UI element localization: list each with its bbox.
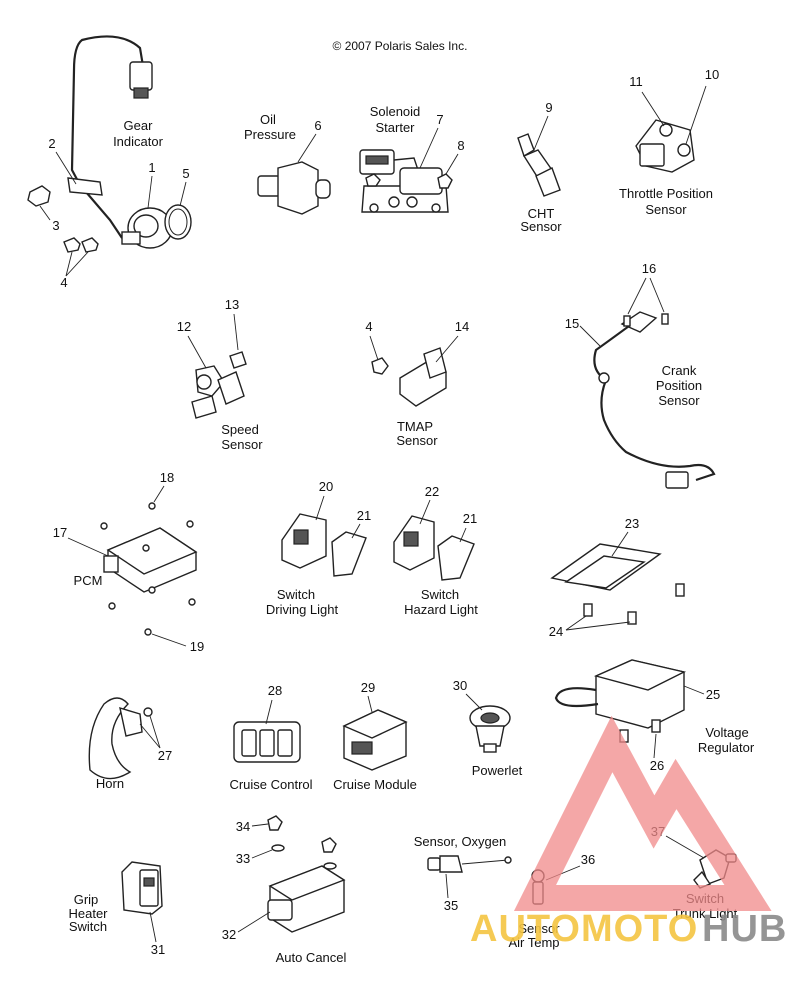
voltage-regulator-label-line1: Voltage [705, 725, 748, 740]
callout-16: 16 [642, 261, 656, 276]
watermark-logo-icon [513, 715, 772, 911]
sensor-air-temp-label-line2: Air Temp [508, 935, 559, 950]
oil-pressure-label-line2: Pressure [244, 127, 296, 142]
tmap-sensor-label-line2: Sensor [396, 433, 438, 448]
sensor-air-temp-label-line1: Sensor [518, 921, 560, 936]
callout-25: 25 [706, 687, 720, 702]
callout-21-driving: 21 [357, 508, 371, 523]
gear-indicator-label-line1: Gear [124, 118, 154, 133]
grip-heater-label-line1: Grip [74, 892, 99, 907]
callout-12: 12 [177, 319, 191, 334]
callout-28: 28 [268, 683, 282, 698]
callout-35: 35 [444, 898, 458, 913]
callout-14: 14 [455, 319, 469, 334]
callout-6: 6 [314, 118, 321, 133]
voltage-regulator [554, 659, 687, 743]
copyright-text: © 2007 Polaris Sales Inc. [333, 39, 468, 53]
oil-pressure-label-line1: Oil [260, 112, 276, 127]
cruise-module-label: Cruise Module [333, 777, 417, 792]
switch-hazard-light-label-line1: Switch [421, 587, 459, 602]
grip-heater-label-line2: Heater [68, 906, 108, 921]
throttle-position-label-line2: Sensor [645, 202, 687, 217]
gear-indicator-assembly [27, 35, 192, 253]
callout-2: 2 [48, 136, 55, 151]
grip-heater-switch [121, 861, 163, 915]
callout-7: 7 [436, 112, 443, 127]
speed-sensor-label-line1: Speed [221, 422, 259, 437]
switch-driving-light-label-line2: Driving Light [266, 602, 339, 617]
callout-32: 32 [222, 927, 236, 942]
gear-indicator-label-line2: Indicator [113, 134, 164, 149]
tmap-sensor-label-line1: TMAP [397, 419, 433, 434]
callout-22: 22 [425, 484, 439, 499]
callout-33: 33 [236, 851, 250, 866]
callout-19: 19 [190, 639, 204, 654]
tmap-sensor [371, 347, 447, 407]
pcm-module [100, 502, 198, 636]
callout-20: 20 [319, 479, 333, 494]
callout-11: 11 [629, 74, 643, 89]
cht-sensor-label-line2: Sensor [520, 219, 562, 234]
grip-heater-label-line3: Switch [69, 919, 107, 934]
speed-sensor-label-line2: Sensor [221, 437, 263, 452]
cruise-control-label: Cruise Control [229, 777, 312, 792]
switch-driving-light [281, 513, 367, 577]
callout-26: 26 [650, 758, 664, 773]
callout-18: 18 [160, 470, 174, 485]
callout-21-hazard: 21 [463, 511, 477, 526]
callout-17: 17 [53, 525, 67, 540]
callout-8: 8 [457, 138, 464, 153]
bracket [550, 543, 685, 625]
callout-3: 3 [52, 218, 59, 233]
callout-4-tmap: 4 [365, 319, 372, 334]
pcm-label: PCM [74, 573, 103, 588]
solenoid-starter [359, 149, 453, 213]
cht-sensor [517, 133, 561, 197]
powerlet-label: Powerlet [472, 763, 523, 778]
auto-cancel-label: Auto Cancel [276, 950, 347, 965]
callout-15: 15 [565, 316, 579, 331]
throttle-position-sensor [635, 119, 695, 173]
oxygen-sensor [427, 855, 512, 873]
callout-34: 34 [236, 819, 250, 834]
callout-4-gear: 4 [60, 275, 67, 290]
cruise-control [233, 721, 301, 763]
crank-position-label-line1: Crank [662, 363, 697, 378]
auto-cancel-module [267, 815, 346, 933]
throttle-position-label-line1: Throttle Position [619, 186, 713, 201]
callout-23: 23 [625, 516, 639, 531]
switch-hazard-light [393, 515, 475, 581]
sensor-oxygen-label: Sensor, Oxygen [414, 834, 507, 849]
speed-sensor [191, 351, 247, 419]
switch-driving-light-label-line1: Switch [277, 587, 315, 602]
callout-24: 24 [549, 624, 563, 639]
powerlet [469, 705, 511, 753]
switch-hazard-light-label-line2: Hazard Light [404, 602, 478, 617]
watermark-text-left: AUTOMOTO [470, 908, 698, 950]
callout-36: 36 [581, 852, 595, 867]
crank-position-label-line3: Sensor [658, 393, 700, 408]
callout-30: 30 [453, 678, 467, 693]
oil-pressure-sensor [257, 161, 331, 215]
callout-1: 1 [148, 160, 155, 175]
solenoid-starter-label-line2: Starter [375, 120, 415, 135]
callout-10: 10 [705, 67, 719, 82]
crank-position-label-line2: Position [656, 378, 702, 393]
callout-5: 5 [182, 166, 189, 181]
watermark-text-right: HUB [702, 908, 787, 950]
horn [88, 697, 153, 780]
cruise-module [342, 709, 408, 771]
callout-31: 31 [151, 942, 165, 957]
callout-13: 13 [225, 297, 239, 312]
callout-9: 9 [545, 100, 552, 115]
horn-label: Horn [96, 776, 124, 791]
solenoid-starter-label-line1: Solenoid [370, 104, 421, 119]
callout-29: 29 [361, 680, 375, 695]
cht-sensor-label-line1: CHT [528, 206, 555, 221]
crank-position-sensor [593, 311, 716, 489]
voltage-regulator-label-line2: Regulator [698, 740, 755, 755]
callout-27: 27 [158, 748, 172, 763]
